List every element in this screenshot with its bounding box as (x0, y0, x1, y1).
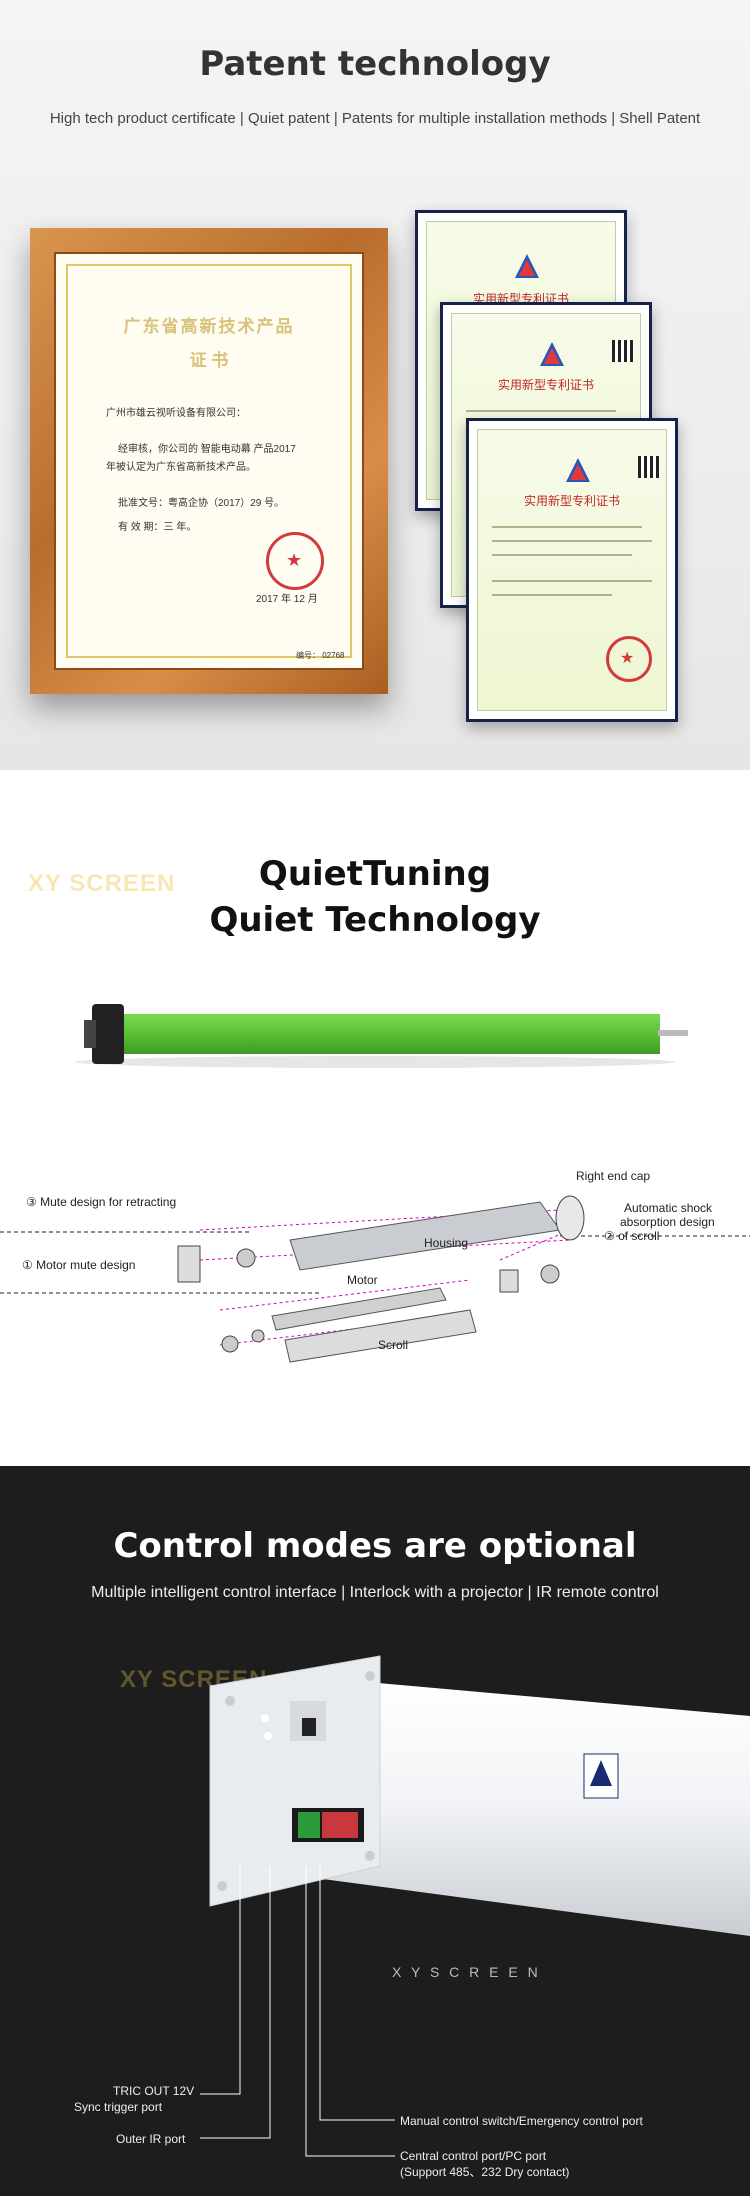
tubular-motor-image (75, 1004, 688, 1068)
label-auto-shock: Automatic shock (624, 1201, 713, 1215)
label-manual-switch: Manual control switch/Emergency control … (400, 2114, 643, 2128)
certificate-body-2: 年被认定为广东省高新技术产品。 (106, 462, 256, 473)
certificate-frame: 广东省高新技术产品 证 书 广州市雄云视听设备有限公司： 经审核，你公司的 智能… (30, 228, 388, 694)
certificate-number: 编号： 02768 (296, 651, 345, 660)
control-title: Control modes are optional (113, 1526, 637, 1566)
patent-emblem-icon (540, 342, 564, 366)
certificate-body-1: 经审核，你公司的 智能电动幕 产品2017 (118, 444, 296, 455)
patent-emblem-icon (566, 458, 590, 482)
label-motor: Motor (347, 1273, 378, 1287)
label-of-scroll: ② of scroll (604, 1229, 660, 1243)
quiet-title-line-2: Quiet Technology (209, 900, 541, 940)
certificate-title: 广东省高新技术产品 (123, 317, 295, 336)
certificate-ornament-border (66, 264, 352, 658)
label-housing: Housing (424, 1236, 469, 1250)
quiet-title-line-1: QuietTuning (258, 854, 492, 894)
patent-seal-icon: ★ (606, 636, 652, 682)
patent-subtitle: High tech product certificate | Quiet pa… (49, 110, 701, 127)
quiet-section: XY SCREEN QuietTuning Quiet Technology (0, 770, 750, 1466)
callout-lines (200, 1866, 395, 2157)
certificate-approval: 批准文号：粤高企协（2017）29 号。 (118, 498, 285, 509)
certificate-paper: 广东省高新技术产品 证 书 广州市雄云视听设备有限公司： 经审核，你公司的 智能… (54, 252, 364, 670)
patent-certificate-3: 实用新型专利证书 ★ (466, 418, 678, 722)
screen-housing-image (209, 1655, 750, 1936)
certificate-date: 2017 年 12 月 (256, 594, 318, 605)
certificate-seal-icon: ★ (266, 532, 324, 590)
label-auto-shock-2: absorption design (620, 1215, 715, 1229)
label-scroll: Scroll (378, 1338, 409, 1352)
certificate-validity: 有 效 期：三 年。 (118, 522, 197, 533)
xy-screen-watermark: XY SCREEN (28, 870, 176, 897)
patent-title: Patent technology (199, 44, 551, 84)
qr-code-icon (638, 456, 660, 478)
control-subtitle: Multiple intelligent control interface |… (91, 1584, 659, 1601)
label-central-port: Central control port/PC port (400, 2149, 547, 2163)
label-right-end-cap: Right end cap (576, 1169, 651, 1183)
label-motor-mute: ① Motor mute design (22, 1258, 136, 1272)
label-sync-trigger: Sync trigger port (74, 2100, 163, 2114)
label-tric-out: TRIC OUT 12V (113, 2084, 195, 2098)
control-section: Control modes are optional Multiple inte… (0, 1466, 750, 2196)
patent-cert-title-3: 实用新型专利证书 (523, 494, 620, 508)
label-outer-ir: Outer IR port (116, 2132, 186, 2146)
patent-cert-title-2: 实用新型专利证书 (497, 378, 594, 392)
certificate-heading: 证 书 (189, 351, 229, 370)
label-central-support: (Support 485、232 Dry contact) (400, 2165, 570, 2179)
exploded-view-diagram (0, 1195, 750, 1363)
certificate-company: 广州市雄云视听设备有限公司： (106, 408, 246, 419)
device-watermark: X Y S C R E E N (392, 1964, 541, 1980)
patent-section: Patent technology High tech product cert… (0, 0, 750, 770)
label-mute-retracting: ③ Mute design for retracting (26, 1195, 177, 1209)
qr-code-icon (612, 340, 634, 362)
patent-emblem-icon (515, 254, 539, 278)
